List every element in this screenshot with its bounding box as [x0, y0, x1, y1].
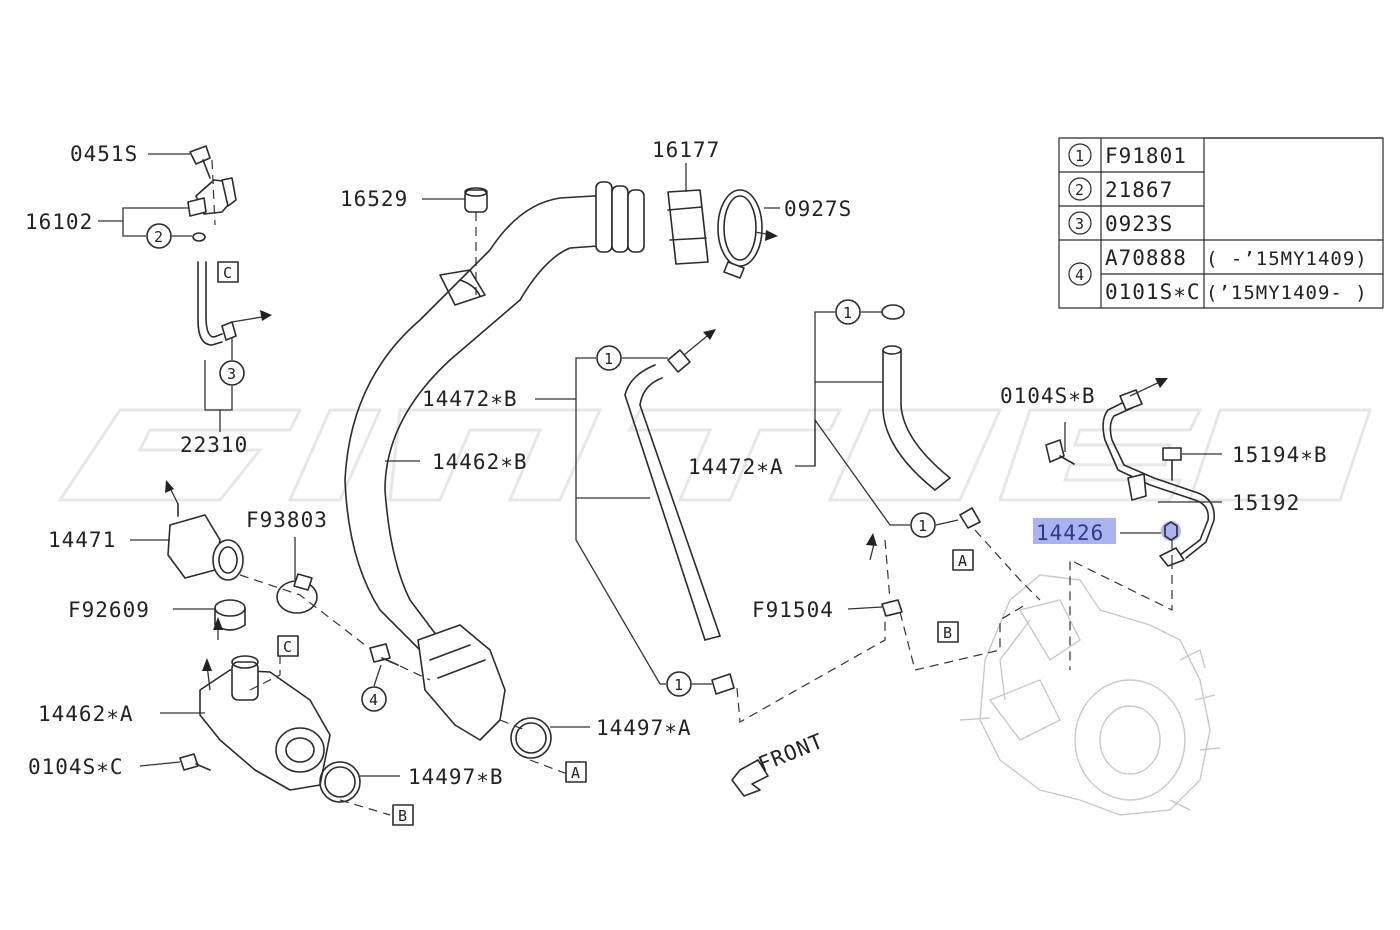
svg-text:1: 1	[604, 350, 613, 368]
hose-14472a	[881, 304, 981, 529]
engine-ghost-outline	[959, 574, 1221, 816]
callout-1-hose-b-top[interactable]: 1	[596, 345, 622, 371]
bolt-a70888	[369, 643, 399, 666]
legend-table: 1 F91801 2 21867 3 0923S 4 A70888 ( -’15…	[1058, 137, 1384, 309]
watermark-outline	[57, 408, 1373, 502]
label-f92609[interactable]: F92609	[68, 598, 150, 622]
legend-row-1: 1 F91801	[1068, 143, 1187, 168]
gaskets	[319, 717, 552, 803]
ref-box-b-right[interactable]: B	[937, 621, 959, 643]
ref-box-a-lower[interactable]: A	[565, 761, 587, 783]
callout-2-solenoid[interactable]: 2	[146, 223, 172, 249]
svg-text:C: C	[283, 638, 292, 656]
hose-16177	[667, 189, 709, 265]
leader-lines	[98, 153, 1222, 777]
clamp-0927S	[717, 189, 763, 279]
label-f91504[interactable]: F91504	[752, 598, 834, 622]
nut-14426	[1161, 521, 1181, 541]
svg-text:1: 1	[674, 676, 683, 694]
label-14462b[interactable]: 14462∗B	[432, 450, 528, 474]
front-direction-indicator: FRONT	[731, 729, 827, 797]
callout-1-hose-a-bottom[interactable]: 1	[910, 512, 936, 538]
legend-row-5: 0101S∗C (’15MY1409- )	[1105, 280, 1368, 304]
legend-row-2: 2 21867	[1068, 177, 1173, 202]
svg-text:3: 3	[1075, 215, 1084, 233]
label-22310[interactable]: 22310	[180, 433, 248, 457]
label-14497b[interactable]: 14497∗B	[408, 765, 504, 789]
ref-box-b-lower[interactable]: B	[392, 804, 414, 826]
callout-4-bolt[interactable]: 4	[361, 686, 387, 712]
ref-box-c-lower[interactable]: C	[277, 635, 299, 657]
label-14471[interactable]: 14471	[48, 528, 116, 552]
front-label: FRONT	[755, 729, 827, 777]
label-14472a[interactable]: 14472∗A	[688, 455, 784, 479]
svg-text:A: A	[958, 552, 967, 570]
grommet-16529	[464, 187, 488, 213]
svg-text:2: 2	[1075, 181, 1084, 199]
label-14462a[interactable]: 14462∗A	[38, 702, 134, 726]
svg-text:B: B	[398, 807, 407, 825]
label-16177[interactable]: 16177	[652, 138, 720, 162]
svg-text:( -’15MY1409): ( -’15MY1409)	[1206, 248, 1368, 270]
sensor-pipe-15192	[1045, 389, 1215, 567]
label-0451s[interactable]: 0451S	[70, 142, 138, 166]
circled-callouts: 2 3 1 1 1 1 4	[146, 223, 936, 712]
svg-text:1: 1	[1075, 147, 1084, 165]
dashed-connections	[211, 159, 1173, 816]
label-0927s[interactable]: 0927S	[784, 197, 852, 221]
svg-text:0101S∗C: 0101S∗C	[1105, 280, 1201, 304]
label-14497a[interactable]: 14497∗A	[596, 716, 692, 740]
svg-text:4: 4	[369, 691, 378, 709]
water-outlet-14462a	[179, 655, 331, 791]
svg-text:4: 4	[1075, 266, 1084, 284]
svg-text:21867: 21867	[1105, 178, 1173, 202]
label-15194b[interactable]: 15194∗B	[1232, 443, 1328, 467]
svg-text:A: A	[571, 764, 580, 782]
svg-text:A70888: A70888	[1105, 246, 1187, 270]
label-14426[interactable]: 14426	[1036, 521, 1104, 545]
svg-text:1: 1	[918, 517, 927, 535]
label-14472b[interactable]: 14472∗B	[422, 387, 518, 411]
svg-text:C: C	[223, 264, 232, 282]
solenoid-assembly	[187, 145, 237, 346]
svg-text:B: B	[943, 624, 952, 642]
clamp-f93803	[276, 573, 318, 614]
callout-3-hose[interactable]: 3	[219, 360, 245, 386]
reference-boxes: C C A B A B	[217, 261, 974, 826]
svg-text:3: 3	[227, 365, 236, 383]
label-16529[interactable]: 16529	[340, 187, 408, 211]
svg-text:(’15MY1409- ): (’15MY1409- )	[1206, 282, 1368, 304]
legend-row-4: 4 A70888 ( -’15MY1409)	[1068, 246, 1368, 286]
label-15192[interactable]: 15192	[1232, 491, 1300, 515]
callout-1-hose-b-bottom[interactable]: 1	[666, 671, 692, 697]
part-labels: 0451S 16102 22310 16529 16177 0927S 1447…	[25, 138, 1328, 789]
label-f93803[interactable]: F93803	[246, 508, 328, 532]
label-16102[interactable]: 16102	[25, 210, 93, 234]
ref-box-a-right[interactable]: A	[952, 549, 974, 571]
hose-14472b	[624, 349, 735, 695]
thermostat-housing-14471	[167, 503, 244, 581]
svg-text:1: 1	[843, 304, 852, 322]
highlight-14426	[1033, 518, 1116, 544]
direction-arrows	[165, 230, 1168, 691]
label-0104sb[interactable]: 0104S∗B	[1000, 384, 1096, 408]
callout-1-hose-a-top[interactable]: 1	[835, 299, 861, 325]
ref-box-c-upper[interactable]: C	[217, 261, 239, 283]
svg-text:0923S: 0923S	[1105, 212, 1173, 236]
legend-row-3: 3 0923S	[1068, 211, 1173, 236]
svg-text:F91801: F91801	[1105, 144, 1187, 168]
svg-text:2: 2	[154, 228, 163, 246]
clip-f91504	[881, 599, 903, 617]
label-0104sc[interactable]: 0104S∗C	[28, 755, 124, 779]
